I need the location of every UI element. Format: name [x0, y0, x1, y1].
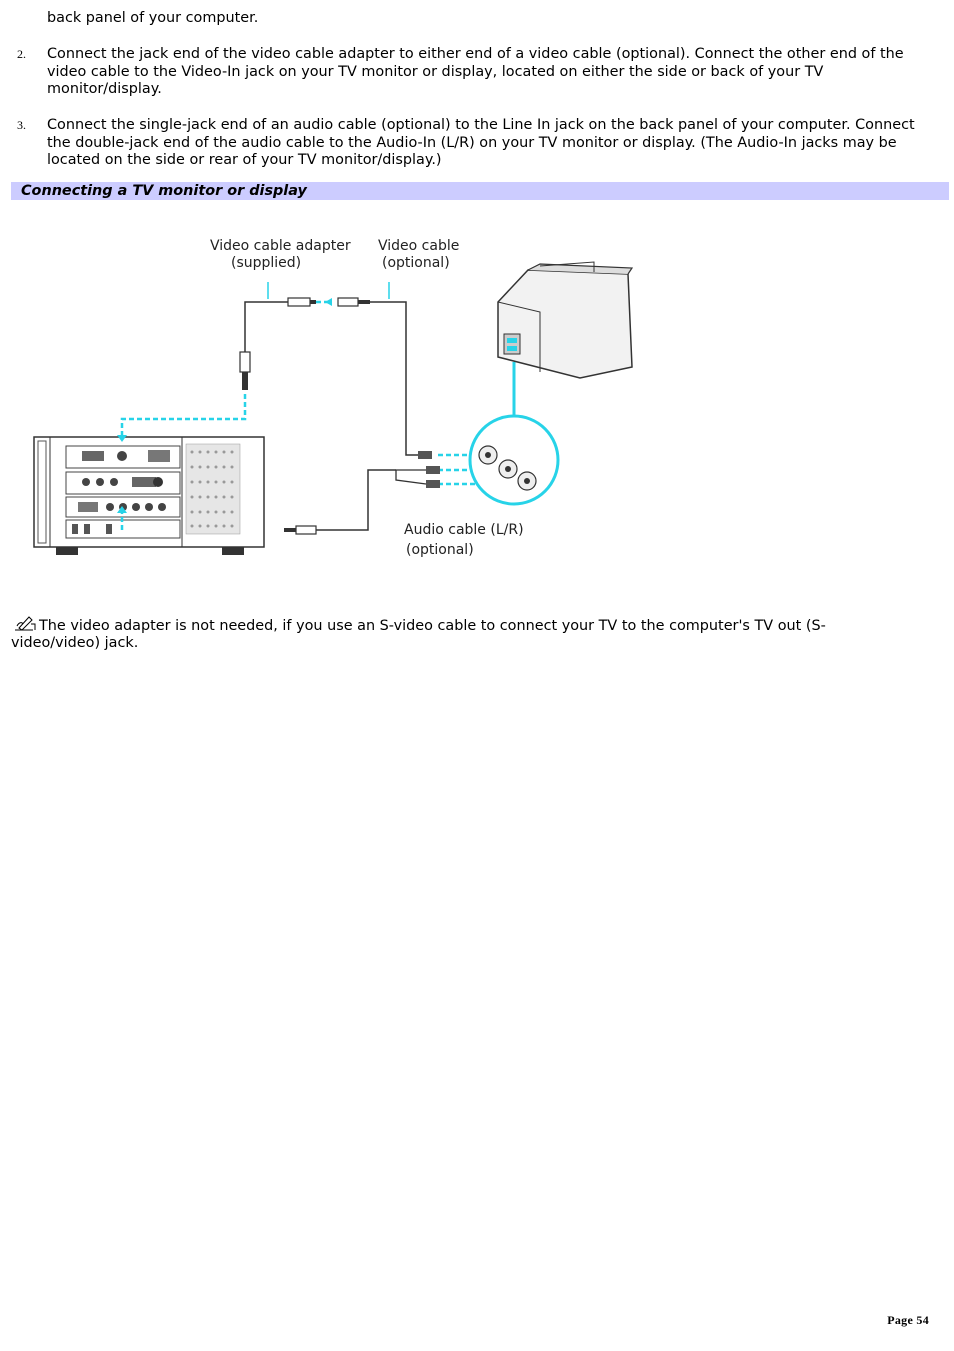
- video-cable-adapter: [239, 297, 316, 390]
- video-cable: [337, 297, 432, 459]
- tv-jack-closeup: [468, 362, 560, 506]
- step-2-text: Connect the jack end of the video cable …: [47, 46, 904, 98]
- audio-cable: [284, 466, 440, 535]
- label-supplied: (supplied): [231, 255, 301, 271]
- step-3-text: Connect the single-jack end of an audio …: [47, 117, 915, 169]
- page-number: Page 54: [887, 1313, 929, 1327]
- computer-back-panel: [33, 436, 265, 555]
- label-video-cable-adapter: Video cable adapter: [210, 238, 351, 254]
- figure-caption: Connecting a TV monitor or display: [21, 183, 307, 199]
- step-2-number: 2.: [17, 47, 26, 61]
- tv-connection-diagram: Video cable adapter (supplied) Video cab…: [20, 222, 660, 572]
- label-audio-optional: (optional): [406, 542, 474, 558]
- label-video-cable: Video cable: [378, 238, 459, 254]
- label-video-optional: (optional): [382, 255, 450, 271]
- note-paragraph: The video adapter is not needed, if you …: [11, 614, 911, 653]
- tv-monitor: [497, 261, 634, 379]
- step-1-continuation: back panel of your computer.: [47, 10, 259, 26]
- figure-caption-bar: Connecting a TV monitor or display: [11, 182, 949, 200]
- step-3-number: 3.: [17, 118, 26, 132]
- label-audio-cable: Audio cable (L/R): [404, 522, 524, 538]
- pencil-note-icon: [15, 616, 36, 631]
- note-text: The video adapter is not needed, if you …: [11, 618, 826, 652]
